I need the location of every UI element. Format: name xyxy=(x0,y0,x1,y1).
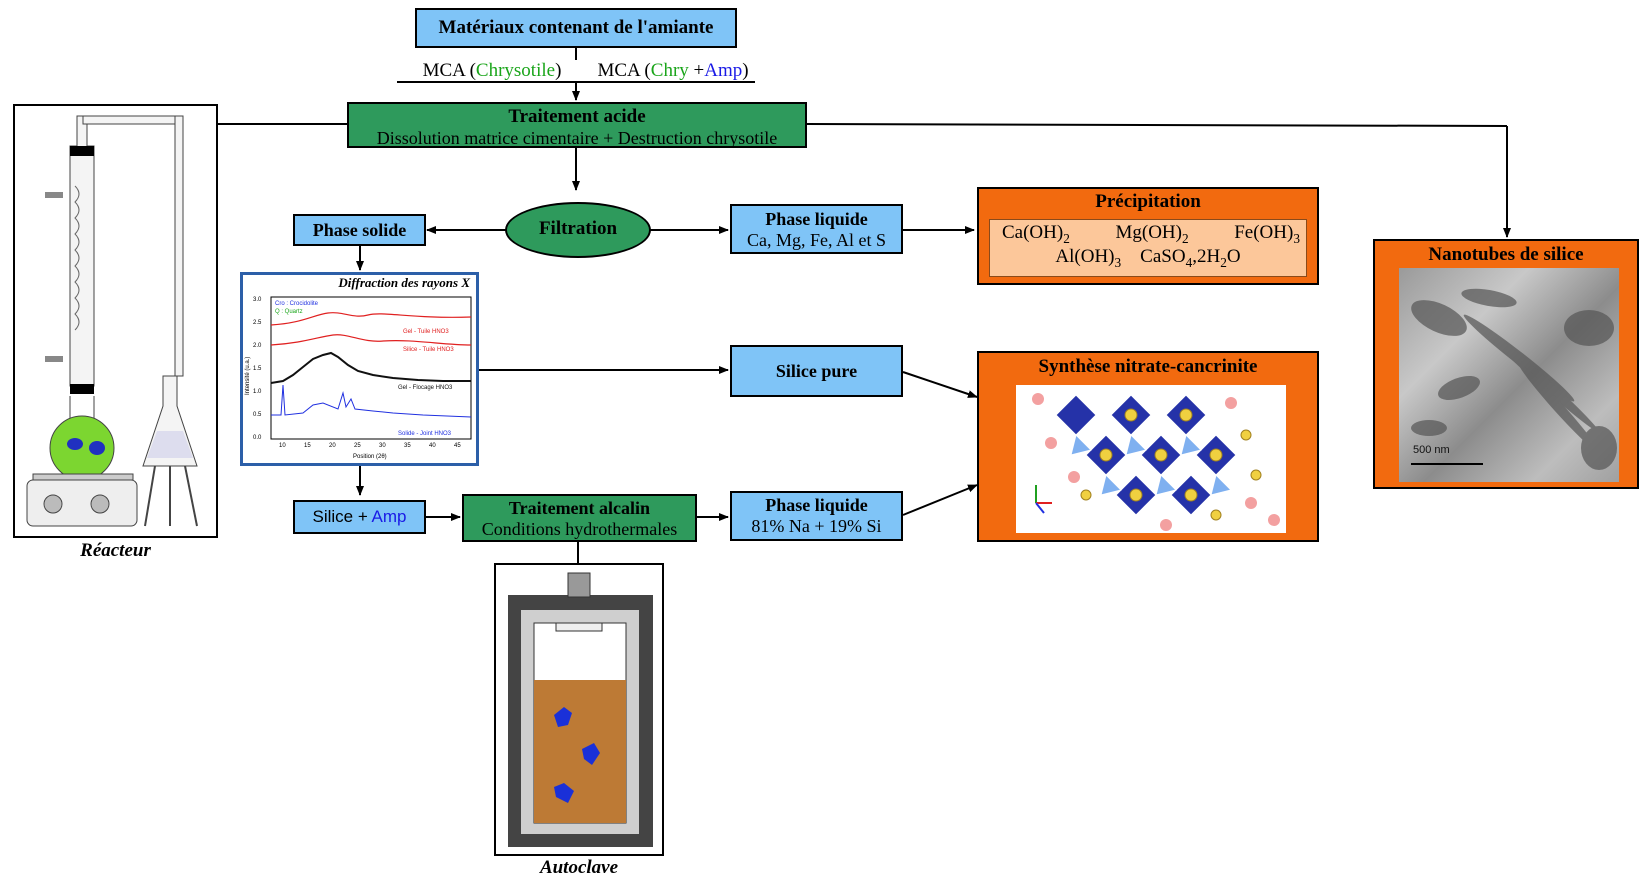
reactor-label: Réacteur xyxy=(80,540,151,561)
tem-texture xyxy=(1411,288,1617,470)
phase-liquide-subtitle: Ca, Mg, Fe, Al et S xyxy=(746,229,886,250)
nanotubes-box: Nanotubes de silice 500 nm xyxy=(1373,239,1639,489)
xtick-2: 20 xyxy=(329,443,336,449)
ytick-3: 1.5 xyxy=(253,366,262,372)
autoclave-drawing xyxy=(508,572,653,847)
ytick-0: 3.0 xyxy=(253,297,262,303)
autoclave-label: Autoclave xyxy=(539,857,619,878)
alcalin-subtitle: Conditions hydrothermales xyxy=(481,518,678,539)
crystal-structure xyxy=(1032,393,1280,531)
acid-treatment-subtitle: Dissolution matrice cimentaire + Destruc… xyxy=(376,127,778,148)
phase-liquide-2-subtitle: 81% Na + 19% Si xyxy=(751,515,882,536)
title-box: Matériaux contenant de l'amiante xyxy=(415,8,737,48)
product-mgoh2: Mg(OH)2 xyxy=(1115,222,1189,246)
xrd-panel: Diffraction des rayons X 3.0 2.5 2.0 1.5… xyxy=(240,272,479,466)
xtick-3: 25 xyxy=(354,443,361,449)
xrd-title: Diffraction des rayons X xyxy=(338,275,470,290)
ytick-6: 0.0 xyxy=(253,435,262,441)
ytick-1: 2.5 xyxy=(253,320,262,326)
product-caoh2: Ca(OH)2 xyxy=(1002,222,1070,246)
mca-chrysotile-label: MCA (Chrysotile) xyxy=(422,60,562,81)
curve-label-4: Solide - Joint HNO3 xyxy=(398,431,452,437)
xrd-xlabel: Position (2θ) xyxy=(353,454,387,460)
phase-liquide-na-si-box: Phase liquide 81% Na + 19% Si xyxy=(730,491,903,541)
ytick-5: 0.5 xyxy=(253,412,262,418)
silice-amp-box: Silice + Amp xyxy=(293,500,426,534)
phase-solide-box: Phase solide xyxy=(293,214,426,246)
reactor-frame xyxy=(13,104,218,538)
synthese-title: Synthèse nitrate-cancrinite xyxy=(1038,356,1258,377)
product-feoh3: Fe(OH)3 xyxy=(1234,222,1300,246)
curve-label-2: Silice - Tuile HNO3 xyxy=(403,347,454,353)
curve-label-1: Gel - Tuile HNO3 xyxy=(403,329,449,335)
product-caso4: CaSO4,2H2O xyxy=(1140,246,1241,270)
xrd-plot: 3.0 2.5 2.0 1.5 1.0 0.5 0.0 10 15 20 25 … xyxy=(245,296,472,460)
scale-bar-label: 500 nm xyxy=(1413,444,1450,456)
xtick-5: 35 xyxy=(404,443,411,449)
tem-image: 500 nm xyxy=(1399,268,1619,482)
crystal-structure-image xyxy=(1016,385,1286,533)
filtration-node: Filtration xyxy=(505,202,651,258)
autoclave-frame xyxy=(494,563,664,856)
acid-treatment-box: Traitement acide Dissolution matrice cim… xyxy=(347,102,807,148)
xtick-4: 30 xyxy=(379,443,386,449)
acid-treatment-title: Traitement acide xyxy=(508,106,646,127)
phase-liquide-title: Phase liquide xyxy=(765,209,868,229)
xtick-6: 40 xyxy=(429,443,436,449)
ytick-4: 1.0 xyxy=(253,389,262,395)
nanotubes-title: Nanotubes de silice xyxy=(1428,244,1584,265)
phase-liquide-ions-box: Phase liquide Ca, Mg, Fe, Al et S xyxy=(730,204,903,254)
xtick-7: 45 xyxy=(454,443,461,449)
xtick-0: 10 xyxy=(279,443,286,449)
product-aloh3: Al(OH)3 xyxy=(1055,246,1122,270)
legend-q: Q : Quartz xyxy=(275,309,303,315)
xtick-1: 15 xyxy=(304,443,311,449)
precipitation-box: Précipitation Ca(OH)2 Mg(OH)2 Fe(OH)3 Al… xyxy=(977,187,1319,285)
synthese-box: Synthèse nitrate-cancrinite xyxy=(977,351,1319,542)
mca-chry-amp-label: MCA (Chry +Amp) xyxy=(597,60,749,81)
curve-label-3: Gel - Flocage HNO3 xyxy=(398,385,453,391)
alcalin-treatment-box: Traitement alcalin Conditions hydrotherm… xyxy=(462,494,697,542)
legend-cro: Cro : Crocidolite xyxy=(275,301,319,307)
alcalin-title: Traitement alcalin xyxy=(508,498,651,518)
reactor-drawing xyxy=(26,115,198,527)
phase-liquide-2-title: Phase liquide xyxy=(765,495,868,515)
precipitation-products: Ca(OH)2 Mg(OH)2 Fe(OH)3 Al(OH)3 CaSO4,2H… xyxy=(989,219,1307,277)
ytick-2: 2.0 xyxy=(253,343,262,349)
silice-pure-box: Silice pure xyxy=(730,345,903,397)
xrd-ylabel: Intensité (u.a.) xyxy=(245,357,251,395)
precipitation-title: Précipitation xyxy=(1095,191,1201,212)
